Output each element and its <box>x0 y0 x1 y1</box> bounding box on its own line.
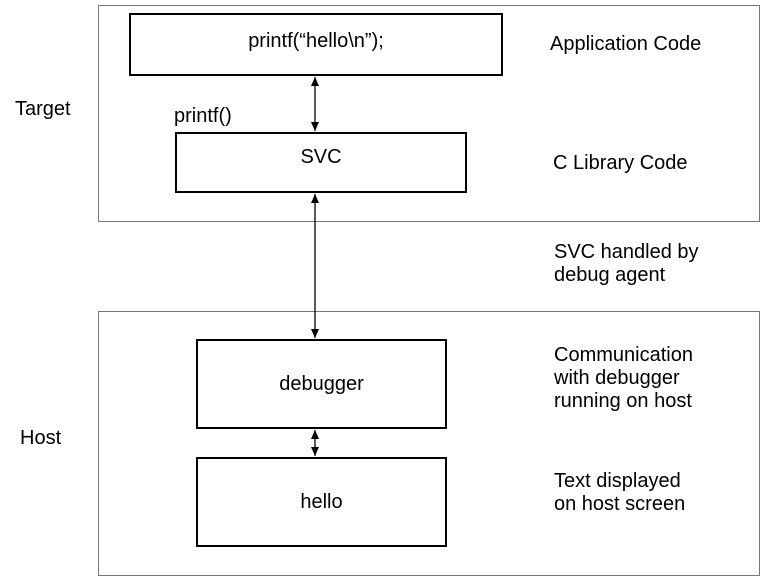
text-displayed-line-2: on host screen <box>554 493 686 515</box>
target-region <box>98 5 760 222</box>
printf-call-label: printf() <box>174 105 232 127</box>
svc-handled-label: SVC handled by debug agent <box>554 241 699 287</box>
communication-line-1: Communication <box>554 344 693 366</box>
application-code-text: printf(“hello\n”); <box>248 30 384 52</box>
svc-handled-line-2: debug agent <box>554 264 666 286</box>
host-label: Host <box>20 427 62 449</box>
text-displayed-label: Text displayed on host screen <box>554 470 685 516</box>
communication-line-2: with debugger <box>554 367 680 389</box>
debugger-box: debugger <box>196 339 447 429</box>
svc-box: SVC <box>175 132 467 193</box>
debugger-text: debugger <box>279 372 364 395</box>
host-region <box>98 311 760 576</box>
text-displayed-line-1: Text displayed <box>554 470 681 492</box>
communication-line-3: running on host <box>554 390 692 412</box>
target-label: Target <box>15 98 71 120</box>
svc-handled-line-1: SVC handled by <box>554 241 699 263</box>
hello-text: hello <box>300 490 343 513</box>
svc-text: SVC <box>300 146 342 168</box>
c-library-code-label: C Library Code <box>553 152 688 174</box>
communication-label: Communication with debugger running on h… <box>554 344 693 413</box>
hello-box: hello <box>196 457 447 547</box>
application-code-label: Application Code <box>550 33 702 55</box>
application-code-box: printf(“hello\n”); <box>129 13 503 76</box>
